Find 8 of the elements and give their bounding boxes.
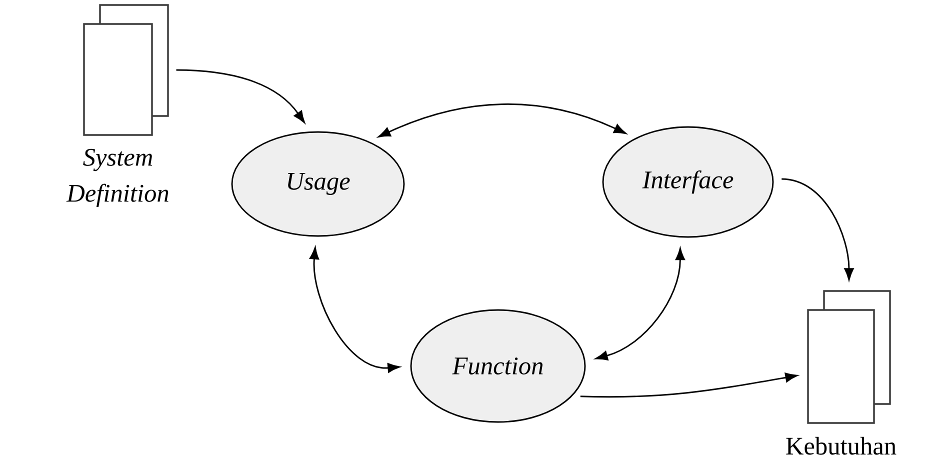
curved-arrow <box>176 69 305 124</box>
curved-double-arrow <box>309 247 400 373</box>
curved-arrow <box>782 178 854 280</box>
curved-arrow <box>580 372 798 398</box>
curved-double-arrow <box>378 104 626 138</box>
curved-double-arrow <box>595 248 686 360</box>
document-label: Kebutuhan <box>786 436 896 455</box>
document-label: System Definition <box>66 148 168 208</box>
